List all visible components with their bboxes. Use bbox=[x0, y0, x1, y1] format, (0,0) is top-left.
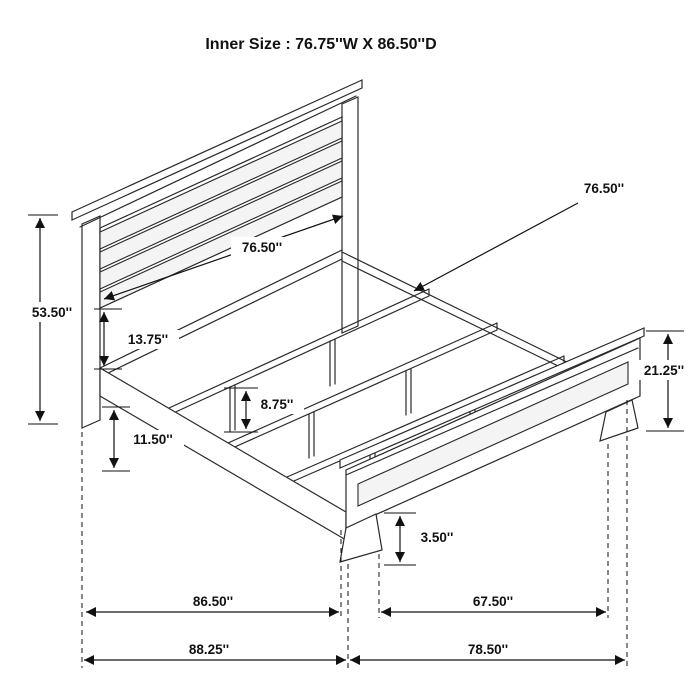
footboard bbox=[339, 327, 645, 563]
dim-footboard-leg: 3.50'' bbox=[384, 512, 454, 566]
dim-inner-depth: 86.50'' bbox=[86, 594, 339, 617]
dim-inner-width-label: 76.50'' bbox=[242, 240, 282, 255]
footboard-cap-molding bbox=[345, 347, 639, 476]
center-slats bbox=[168, 288, 565, 493]
support-leg bbox=[329, 338, 336, 387]
dim-support-leg: 8.75'' bbox=[224, 387, 304, 433]
dim-footboard-height-label: 21.25'' bbox=[644, 363, 684, 378]
footboard-panel bbox=[357, 361, 629, 507]
footboard-cap bbox=[339, 327, 645, 469]
dim-headboard-height: 53.50'' bbox=[24, 214, 81, 425]
dim-center-slat: 76.50'' bbox=[413, 181, 624, 292]
dim-footboard-span-label: 67.50'' bbox=[473, 594, 513, 609]
headboard-cap-molding bbox=[79, 95, 357, 228]
headboard-cap bbox=[71, 79, 363, 221]
dim-support-leg-label: 8.75'' bbox=[261, 397, 294, 412]
dim-footboard-leg-label: 3.50'' bbox=[421, 530, 454, 545]
headboard bbox=[71, 79, 363, 429]
support-leg bbox=[405, 368, 412, 416]
dim-rail-to-floor: 11.50'' bbox=[102, 406, 184, 472]
headboard-left-post bbox=[81, 215, 101, 429]
slat-2 bbox=[227, 322, 498, 451]
dim-headboard-height-label: 53.50'' bbox=[32, 305, 72, 320]
support-leg bbox=[229, 384, 236, 433]
dim-panel-to-rail: 13.75'' bbox=[94, 308, 179, 370]
dim-overall-depth-label: 88.25'' bbox=[189, 642, 229, 657]
dim-center-slat-label: 76.50'' bbox=[584, 181, 624, 196]
dim-rail-to-floor-label: 11.50'' bbox=[133, 432, 172, 447]
support-leg bbox=[308, 411, 315, 459]
footboard-left-leg bbox=[339, 513, 383, 563]
dim-overall-depth: 88.25'' bbox=[84, 642, 346, 665]
dim-overall-width: 78.50'' bbox=[350, 642, 625, 665]
dim-footboard-span: 67.50'' bbox=[381, 594, 606, 617]
dim-inner-width: 76.50'' bbox=[103, 214, 344, 301]
slat-1 bbox=[168, 288, 430, 416]
diagram-title: Inner Size : 76.75''W X 86.50''D bbox=[205, 36, 436, 53]
dim-footboard-height: 21.25'' bbox=[634, 330, 694, 432]
headboard-right-post bbox=[341, 96, 359, 334]
extension-lines bbox=[81, 400, 628, 668]
dim-inner-depth-label: 86.50'' bbox=[193, 594, 233, 609]
dim-overall-width-label: 78.50'' bbox=[468, 642, 508, 657]
dim-panel-to-rail-label: 13.75'' bbox=[128, 332, 168, 347]
footboard-right-leg bbox=[599, 399, 639, 442]
